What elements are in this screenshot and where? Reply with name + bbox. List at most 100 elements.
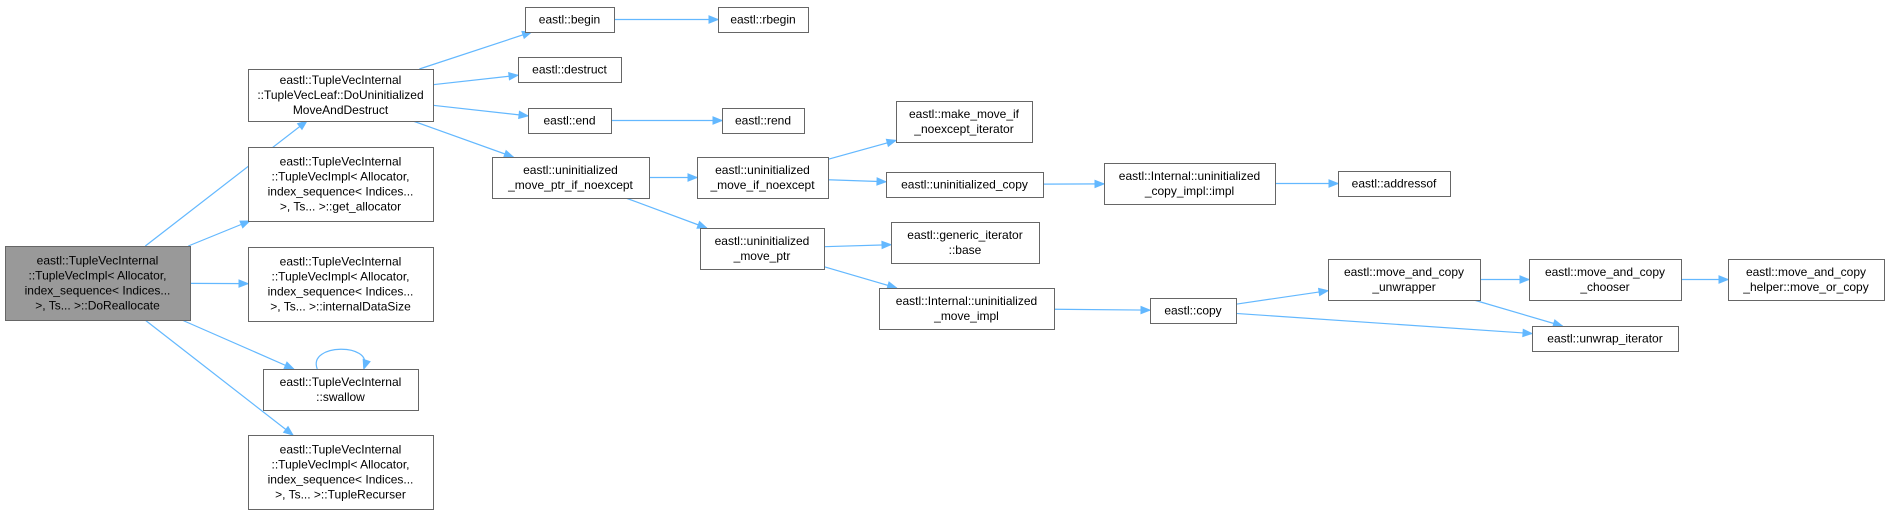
edge-arrowhead (687, 173, 699, 182)
node-label: eastl::uninitialized (715, 163, 810, 177)
edge-arrowhead (885, 138, 898, 148)
node-box (1150, 298, 1237, 324)
node-label: eastl::TupleVecInternal (280, 255, 402, 269)
edge-line (181, 319, 294, 370)
node-box (248, 69, 434, 122)
graph-node[interactable]: eastl::TupleVecInternal::TupleVecLeaf::D… (248, 69, 434, 122)
edge-line (432, 104, 529, 117)
call-edge (823, 266, 898, 290)
node-label: eastl::addressof (1352, 177, 1437, 191)
edge-line (823, 244, 892, 248)
edge-arrowhead (1328, 179, 1340, 188)
graph-node[interactable]: eastl::move_and_copy_chooser (1529, 259, 1682, 301)
graph-node[interactable]: eastl::begin (525, 7, 615, 33)
node-box (492, 157, 650, 199)
node-label: >, Ts... >::internalDataSize (270, 300, 411, 314)
call-edge (614, 15, 720, 24)
root-node[interactable]: eastl::TupleVecInternal::TupleVecImpl< A… (5, 246, 191, 321)
node-box (1529, 259, 1682, 301)
node-label: eastl::Internal::uninitialized (1119, 169, 1260, 183)
node-box (248, 147, 434, 222)
graph-node[interactable]: eastl::unwrap_iterator (1532, 326, 1679, 352)
node-label: ::TupleVecImpl< Allocator, (272, 170, 410, 184)
node-label: _helper::move_or_copy (1742, 280, 1868, 294)
node-label: eastl::end (543, 114, 595, 128)
graph-node[interactable]: eastl::destruct (518, 57, 622, 83)
edge-arrowhead (1317, 287, 1330, 297)
edge-arrowhead (508, 71, 520, 81)
call-edge (827, 138, 898, 160)
node-box (879, 288, 1055, 330)
node-label: eastl::TupleVecInternal (280, 155, 402, 169)
graph-node[interactable]: eastl::uninitialized_move_if_noexcept (697, 157, 829, 199)
edge-line (144, 319, 294, 436)
call-edge (144, 120, 308, 247)
graph-node[interactable]: eastl::generic_iterator::base (891, 222, 1040, 264)
call-edge (1235, 312, 1534, 338)
graph-node[interactable]: eastl::TupleVecInternal::swallow (263, 369, 419, 411)
node-label: eastl::TupleVecInternal (280, 73, 402, 87)
graph-node[interactable]: eastl::uninitialized_copy (886, 172, 1044, 198)
graph-node[interactable]: eastl::end (528, 108, 612, 134)
node-label: _copy_impl::impl (1144, 184, 1234, 198)
node-label: eastl::uninitialized (715, 234, 810, 248)
edge-arrowhead (881, 240, 893, 250)
node-label: ::TupleVecLeaf::DoUninitialized (257, 88, 423, 102)
graph-node[interactable]: eastl::move_and_copy_unwrapper (1328, 259, 1481, 301)
node-label: >, Ts... >::get_allocator (280, 200, 401, 214)
graph-node[interactable]: eastl::copy (1150, 298, 1237, 324)
edge-arrowhead (1552, 319, 1564, 328)
graph-node[interactable]: eastl::make_move_if_noexcept_iterator (896, 101, 1033, 143)
graph-node[interactable]: eastl::TupleVecInternal::TupleVecImpl< A… (248, 147, 434, 222)
graph-node[interactable]: eastl::move_and_copy_helper::move_or_cop… (1728, 259, 1885, 301)
node-label: eastl::move_and_copy (1746, 265, 1866, 279)
graph-node[interactable]: eastl::addressof (1338, 171, 1451, 197)
node-box (1338, 171, 1451, 197)
node-label: eastl::uninitialized (523, 163, 618, 177)
edge-arrowhead (502, 149, 515, 158)
node-label: eastl::uninitialized_copy (901, 178, 1028, 192)
edge-line (1473, 299, 1563, 327)
node-label: >, Ts... >::TupleRecurser (275, 488, 406, 502)
edge-arrowhead (1519, 275, 1531, 284)
edge-arrowhead (1718, 275, 1730, 284)
node-label: index_sequence< Indices... (268, 473, 414, 487)
node-label: eastl::destruct (532, 63, 607, 77)
graph-node[interactable]: eastl::Internal::uninitialized_copy_impl… (1104, 163, 1276, 205)
call-edge (611, 116, 724, 125)
node-label: >, Ts... >::DoReallocate (35, 299, 160, 313)
node-label: eastl::move_and_copy (1545, 265, 1665, 279)
node-box (1104, 163, 1276, 205)
edge-arrowhead (708, 15, 720, 24)
edge-arrowhead (886, 281, 898, 290)
graph-node[interactable]: eastl::uninitialized_move_ptr_if_noexcep… (492, 157, 650, 199)
graph-node[interactable]: eastl::TupleVecInternal::TupleVecImpl< A… (248, 247, 434, 322)
graph-node[interactable]: eastl::rbegin (718, 7, 809, 33)
node-label: eastl::rbegin (730, 13, 795, 27)
edge-line (827, 139, 897, 160)
graph-node[interactable]: eastl::TupleVecInternal::TupleVecImpl< A… (248, 435, 434, 510)
node-label: index_sequence< Indices... (25, 284, 171, 298)
node-box (248, 435, 434, 510)
edge-line (412, 120, 514, 158)
node-box (1728, 259, 1885, 301)
graph-node[interactable]: eastl::Internal::uninitialized_move_impl (879, 288, 1055, 330)
node-box (718, 7, 809, 33)
node-box (528, 108, 612, 134)
edge-line (1053, 308, 1151, 311)
edge-arrowhead (518, 110, 530, 120)
edge-arrowhead (1140, 305, 1152, 315)
call-edge (827, 177, 888, 186)
edge-arrowhead (282, 425, 294, 436)
graph-node[interactable]: eastl::uninitialized_move_ptr (700, 228, 825, 270)
graph-node[interactable]: eastl::rend (722, 108, 805, 134)
node-label: index_sequence< Indices... (268, 285, 414, 299)
node-box (263, 369, 419, 411)
node-label: ::TupleVecImpl< Allocator, (272, 458, 410, 472)
node-box (525, 7, 615, 33)
call-edge (1235, 287, 1330, 305)
call-edge (823, 240, 893, 250)
node-box (248, 247, 434, 322)
node-box (1328, 259, 1481, 301)
